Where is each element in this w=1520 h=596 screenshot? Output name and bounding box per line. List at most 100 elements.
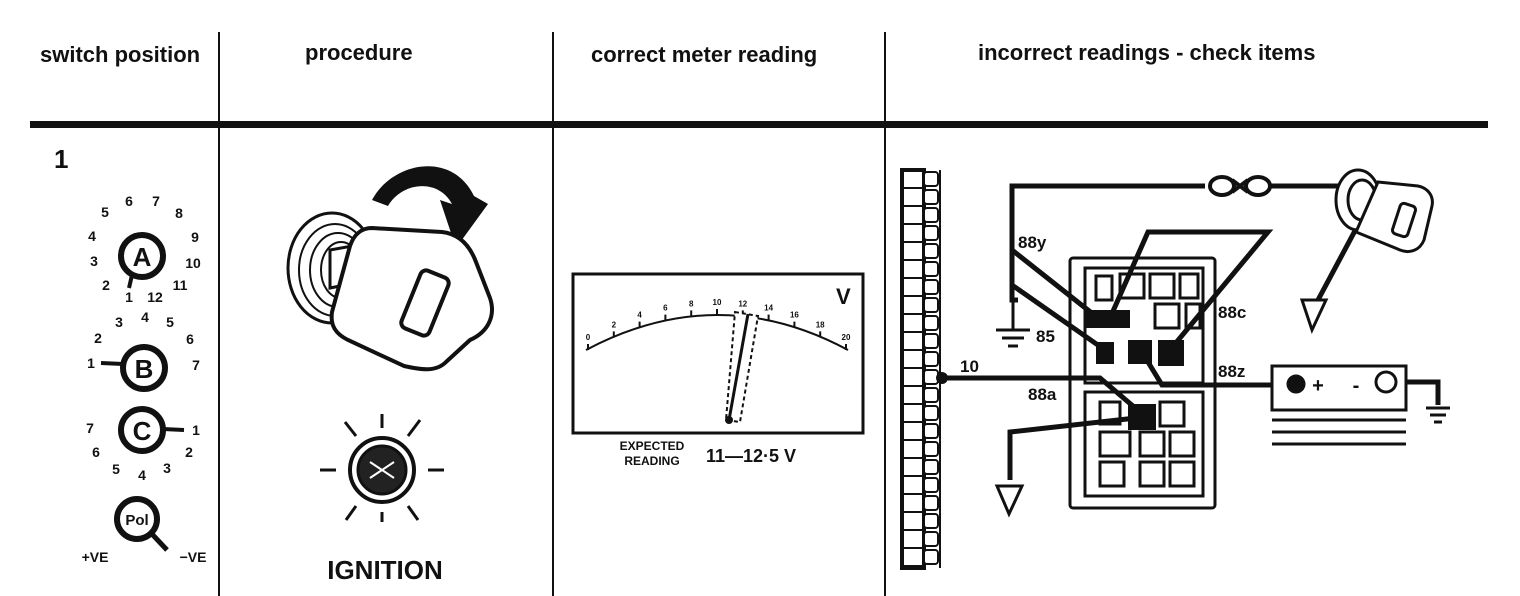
- switch-b-label: B: [135, 354, 154, 384]
- switch-c-pos-1: 1: [192, 422, 200, 438]
- switch-a-pos-3: 3: [90, 253, 98, 269]
- switch-a-pos-9: 9: [191, 229, 199, 245]
- polarity-minus: −VE: [180, 549, 207, 565]
- arrow-down-icon: [1299, 298, 1329, 335]
- switch-a-pos-2: 2: [102, 277, 110, 293]
- connector-cell: [923, 549, 939, 565]
- connector-cell: [923, 297, 939, 313]
- meter-scale-label: 6: [663, 304, 668, 313]
- meter-unit: V: [836, 284, 851, 309]
- label-88c: 88c: [1218, 303, 1246, 322]
- expected-value: 11—12·5 V: [706, 446, 796, 466]
- relay-terminals: [1086, 310, 1184, 430]
- connector-cell: [923, 351, 939, 367]
- connector-cell: [923, 279, 939, 295]
- switch-c: C 1 2 3 4 5 6 7: [86, 406, 200, 483]
- switch-a-pos-1: 1: [125, 289, 133, 305]
- connector-cell: [923, 477, 939, 493]
- polarity-label: Pol: [125, 512, 148, 529]
- label-88a: 88a: [1028, 385, 1057, 404]
- meter-scale-label: 14: [764, 304, 773, 313]
- connector-cell: [923, 531, 939, 547]
- switch-c-pos-2: 2: [185, 444, 193, 460]
- connector-cell: [923, 171, 939, 187]
- connector-cell: [923, 243, 939, 259]
- row-number: 1: [54, 144, 68, 174]
- switch-a-label: A: [133, 242, 152, 272]
- switch-b-pos-4: 4: [141, 309, 149, 325]
- column-divider-1: [218, 32, 220, 596]
- switch-c-pos-4: 4: [138, 467, 146, 483]
- switch-a-pos-10: 10: [185, 255, 201, 271]
- column-divider-2: [552, 32, 554, 596]
- junction-dot: [936, 372, 948, 384]
- switch-a-pos-6: 6: [125, 193, 133, 209]
- polarity-plus: +VE: [82, 549, 109, 565]
- switch-b: B 1 2 3 4 5 6 7: [87, 309, 200, 392]
- meter-scale-label: 4: [637, 311, 642, 320]
- switch-a-pos-5: 5: [101, 204, 109, 220]
- connector-cell: [923, 513, 939, 529]
- meter-scale-label: 12: [738, 299, 747, 308]
- label-88y: 88y: [1018, 233, 1047, 252]
- meter-scale: 0 2 4 6 8 10 12 14 16 18 20: [586, 298, 851, 350]
- connector-cell: [923, 441, 939, 457]
- meter-scale-label: 0: [586, 333, 591, 342]
- connector-cell: [923, 333, 939, 349]
- connector-cell: [923, 261, 939, 277]
- ground-symbol-icon: [1426, 406, 1450, 424]
- meter-scale-label: 8: [689, 299, 694, 308]
- connector-strip: [900, 168, 941, 570]
- switch-b-pos-6: 6: [186, 331, 194, 347]
- connector-cell: [923, 207, 939, 223]
- procedure-label: IGNITION: [327, 555, 443, 585]
- connector-cell: [923, 225, 939, 241]
- connector-cell: [923, 387, 939, 403]
- switch-a: A 1 2 3 4 5 6 7 8 9 10 11 12: [88, 193, 201, 305]
- switch-b-pos-7: 7: [192, 357, 200, 373]
- connector-cell: [923, 423, 939, 439]
- fuse-icon: [1208, 175, 1272, 197]
- meter-scale-label: 20: [842, 333, 851, 342]
- label-85: 85: [1036, 327, 1055, 346]
- switch-c-pos-5: 5: [112, 461, 120, 477]
- switch-a-pos-4: 4: [88, 228, 96, 244]
- battery-plus: +: [1312, 375, 1324, 397]
- battery-icon: [1270, 364, 1408, 446]
- ignition-lamp-icon: [320, 414, 444, 522]
- switch-c-pos-3: 3: [163, 460, 171, 476]
- switch-a-pos-8: 8: [175, 205, 183, 221]
- connector-cell: [923, 315, 939, 331]
- ground-symbol-icon: [996, 300, 1030, 348]
- arrow-down-icon: [994, 484, 1025, 518]
- switch-a-pos-12: 12: [147, 289, 163, 305]
- turn-arrow-icon: [372, 166, 488, 248]
- header-procedure: procedure: [305, 40, 413, 65]
- key-icon: [1334, 168, 1434, 254]
- connector-cell: [923, 459, 939, 475]
- switch-a-pos-7: 7: [152, 193, 160, 209]
- ignition-key-icon: [286, 211, 494, 372]
- connector-cell: [923, 405, 939, 421]
- expected-label-line1: EXPECTED: [620, 439, 685, 453]
- header-switch-position: switch position: [40, 42, 201, 67]
- switch-b-pos-2: 2: [94, 330, 102, 346]
- polarity-switch: Pol +VE −VE: [82, 496, 207, 565]
- header-correct-meter-reading: correct meter reading: [591, 42, 818, 67]
- voltmeter: 0 2 4 6 8 10 12 14 16 18 20 V: [571, 272, 865, 435]
- header-rule: [30, 121, 1488, 128]
- switch-c-pos-6: 6: [92, 444, 100, 460]
- meter-scale-label: 2: [612, 320, 617, 329]
- switch-c-label: C: [133, 416, 152, 446]
- switch-b-pos-5: 5: [166, 314, 174, 330]
- label-88z: 88z: [1218, 362, 1245, 381]
- expected-label-line2: READING: [624, 454, 679, 468]
- meter-scale-label: 16: [790, 311, 799, 320]
- meter-scale-label: 10: [713, 298, 722, 307]
- connector-cell: [923, 369, 939, 385]
- switch-b-pos-1: 1: [87, 355, 95, 371]
- label-10: 10: [960, 357, 979, 376]
- switch-b-pos-3: 3: [115, 314, 123, 330]
- meter-scale-label: 18: [816, 320, 825, 329]
